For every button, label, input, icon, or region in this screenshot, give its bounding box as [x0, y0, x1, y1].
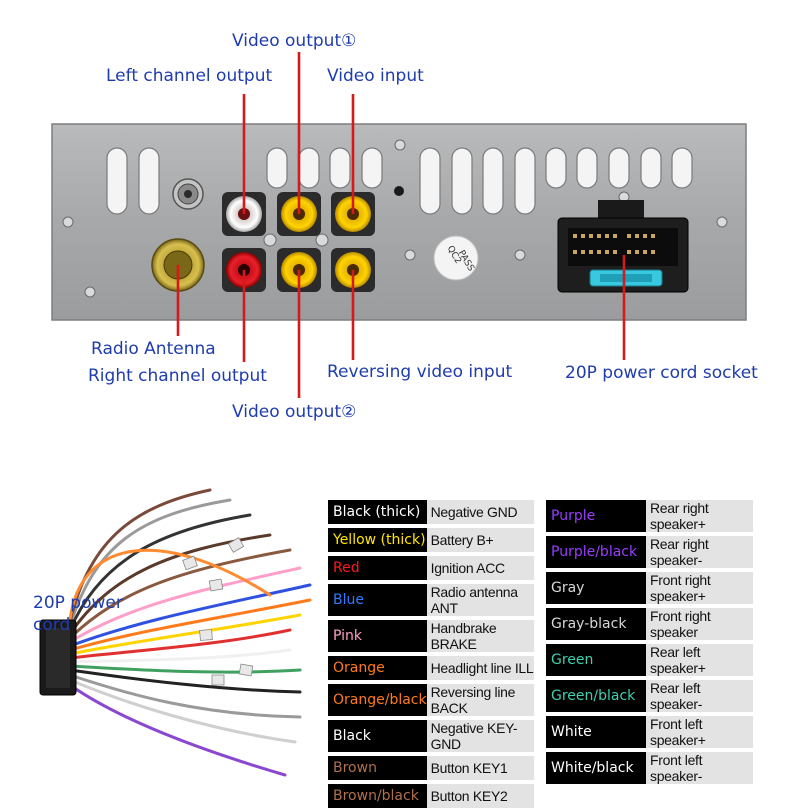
label-power-cord-socket: 20P power cord socket	[565, 363, 758, 383]
wire-row: Yellow (thick)Battery B+	[328, 528, 534, 552]
wire-color-name: Purple/black	[546, 536, 646, 568]
wire-color-name: Purple	[546, 500, 646, 532]
wire-function: Reversing line BACK	[426, 684, 534, 716]
wire-function: Rear right speaker-	[646, 536, 753, 568]
wire-color-name: Pink	[328, 620, 427, 652]
label-video-output-1: Video output①	[232, 31, 357, 51]
wire-function: Rear left speaker-	[646, 680, 753, 712]
wire-color-name: Yellow (thick)	[328, 528, 427, 552]
wire-function: Front right speaker+	[646, 572, 753, 604]
wire-color-name: Green	[546, 644, 646, 676]
label-video-input: Video input	[327, 66, 424, 86]
wire-color-name: Green/black	[546, 680, 646, 712]
wire-color-name: Orange/black	[328, 684, 427, 716]
wire-function: Negative KEY-GND	[426, 720, 534, 752]
vent-slots	[106, 147, 693, 215]
label-left-channel-output: Left channel output	[106, 66, 273, 86]
wire-function: Ignition ACC	[426, 556, 534, 580]
wire-function: Handbrake BRAKE	[426, 620, 534, 652]
label-reversing-video-input: Reversing video input	[327, 362, 513, 382]
wire-color-name: Brown/black	[328, 784, 427, 808]
label-right-channel-output: Right channel output	[88, 366, 267, 386]
wire-function: Front right speaker	[646, 608, 753, 640]
label-video-output-2: Video output②	[232, 402, 357, 422]
wire-color-name: Red	[328, 556, 427, 580]
wire-function: Negative GND	[426, 500, 534, 524]
wire-color-name: Black	[328, 720, 427, 752]
wire-function: Battery B+	[426, 528, 534, 552]
wire-row: Black (thick)Negative GND	[328, 500, 534, 524]
wire-color-name: White	[546, 716, 646, 748]
wire-harness-illustration	[39, 488, 312, 777]
wire-color-name: Brown	[328, 756, 427, 780]
wire-function: Front left speaker+	[646, 716, 753, 748]
wire-color-name: Black (thick)	[328, 500, 427, 524]
wire-color-name: Gray	[546, 572, 646, 604]
harness-title-line2: cord	[33, 615, 71, 635]
qc-pass-sticker: QC2 PASS	[433, 235, 479, 281]
harness-title-line1: 20P power	[33, 593, 123, 613]
harness-title: 20P power cord	[33, 592, 123, 636]
leader-lines	[176, 52, 626, 398]
wire-function: Button KEY2	[426, 784, 534, 808]
wire-function: Headlight line ILL	[426, 656, 534, 680]
wire-color-name: Orange	[328, 656, 427, 680]
wire-color-name: Gray-black	[546, 608, 646, 640]
wire-color-name: Blue	[328, 584, 427, 616]
wire-color-name: White/black	[546, 752, 646, 784]
wire-function: Rear right speaker+	[646, 500, 753, 532]
wire-function: Radio antenna ANT	[426, 584, 534, 616]
wire-function: Button KEY1	[426, 756, 534, 780]
label-radio-antenna: Radio Antenna	[91, 339, 216, 359]
wire-function: Front left speaker-	[646, 752, 753, 784]
rear-panel-diagram: QC2 PASS	[51, 52, 747, 398]
wire-function: Rear left speaker+	[646, 644, 753, 676]
coax-connector	[172, 178, 204, 210]
panel-hole	[394, 186, 404, 196]
